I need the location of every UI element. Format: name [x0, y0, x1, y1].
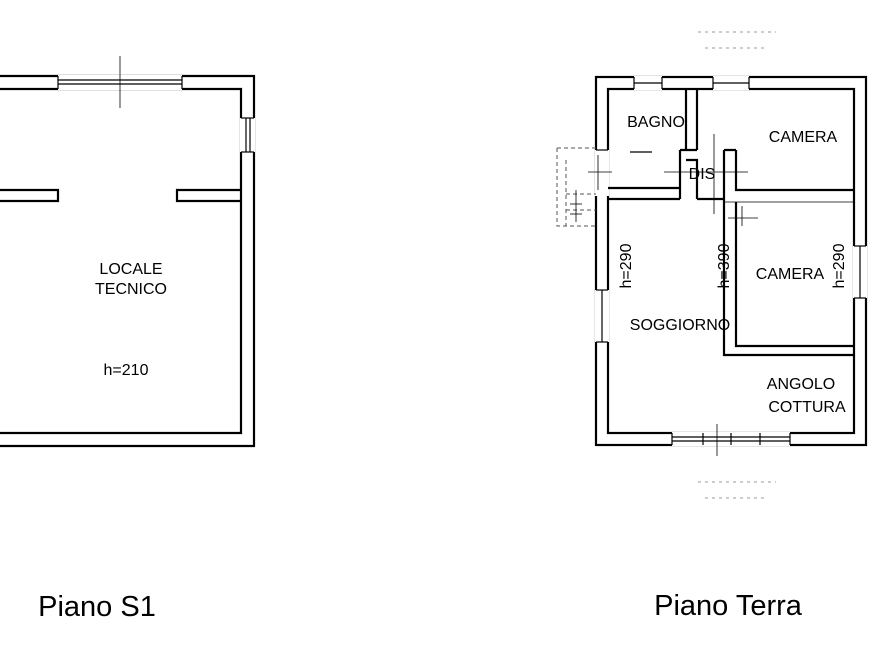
room-height-camera-2: h=290 [831, 243, 848, 288]
room-label-dis: DIS [689, 166, 716, 183]
room-label-camera-1: CAMERA [769, 129, 838, 146]
piano-terra-plan: BAGNO CAMERA DIS CAMERA h=290 SOGGIORNO … [556, 31, 868, 622]
dis-wall-left [678, 148, 699, 199]
camera-2-wall [722, 199, 854, 357]
piano-s1-plan: LOCALE TECNICO h=210 Piano S1 [0, 56, 256, 623]
room-height-soggiorno-alt: h=390 [716, 243, 733, 288]
room-height-soggiorno: h=290 [618, 243, 635, 288]
bagno-wall-bottom [608, 186, 680, 201]
floor-title-s1: Piano S1 [38, 591, 156, 623]
s1-wall-stub-right [175, 188, 241, 203]
room-label-angolo: ANGOLO [767, 376, 835, 393]
room-label-tecnico: TECNICO [95, 281, 167, 298]
room-label-locale: LOCALE [99, 261, 162, 278]
dis-wall-right [722, 148, 854, 199]
s1-wall-stub-left [0, 188, 60, 203]
room-label-bagno: BAGNO [627, 114, 685, 131]
room-label-soggiorno: SOGGIORNO [630, 317, 730, 334]
room-height-locale-tecnico: h=210 [104, 362, 149, 379]
room-label-camera-2: CAMERA [756, 266, 825, 283]
room-label-cottura: COTTURA [768, 399, 846, 416]
bagno-wall-right [684, 89, 699, 150]
entrance-steps [556, 147, 596, 227]
floor-title-terra: Piano Terra [654, 590, 803, 622]
